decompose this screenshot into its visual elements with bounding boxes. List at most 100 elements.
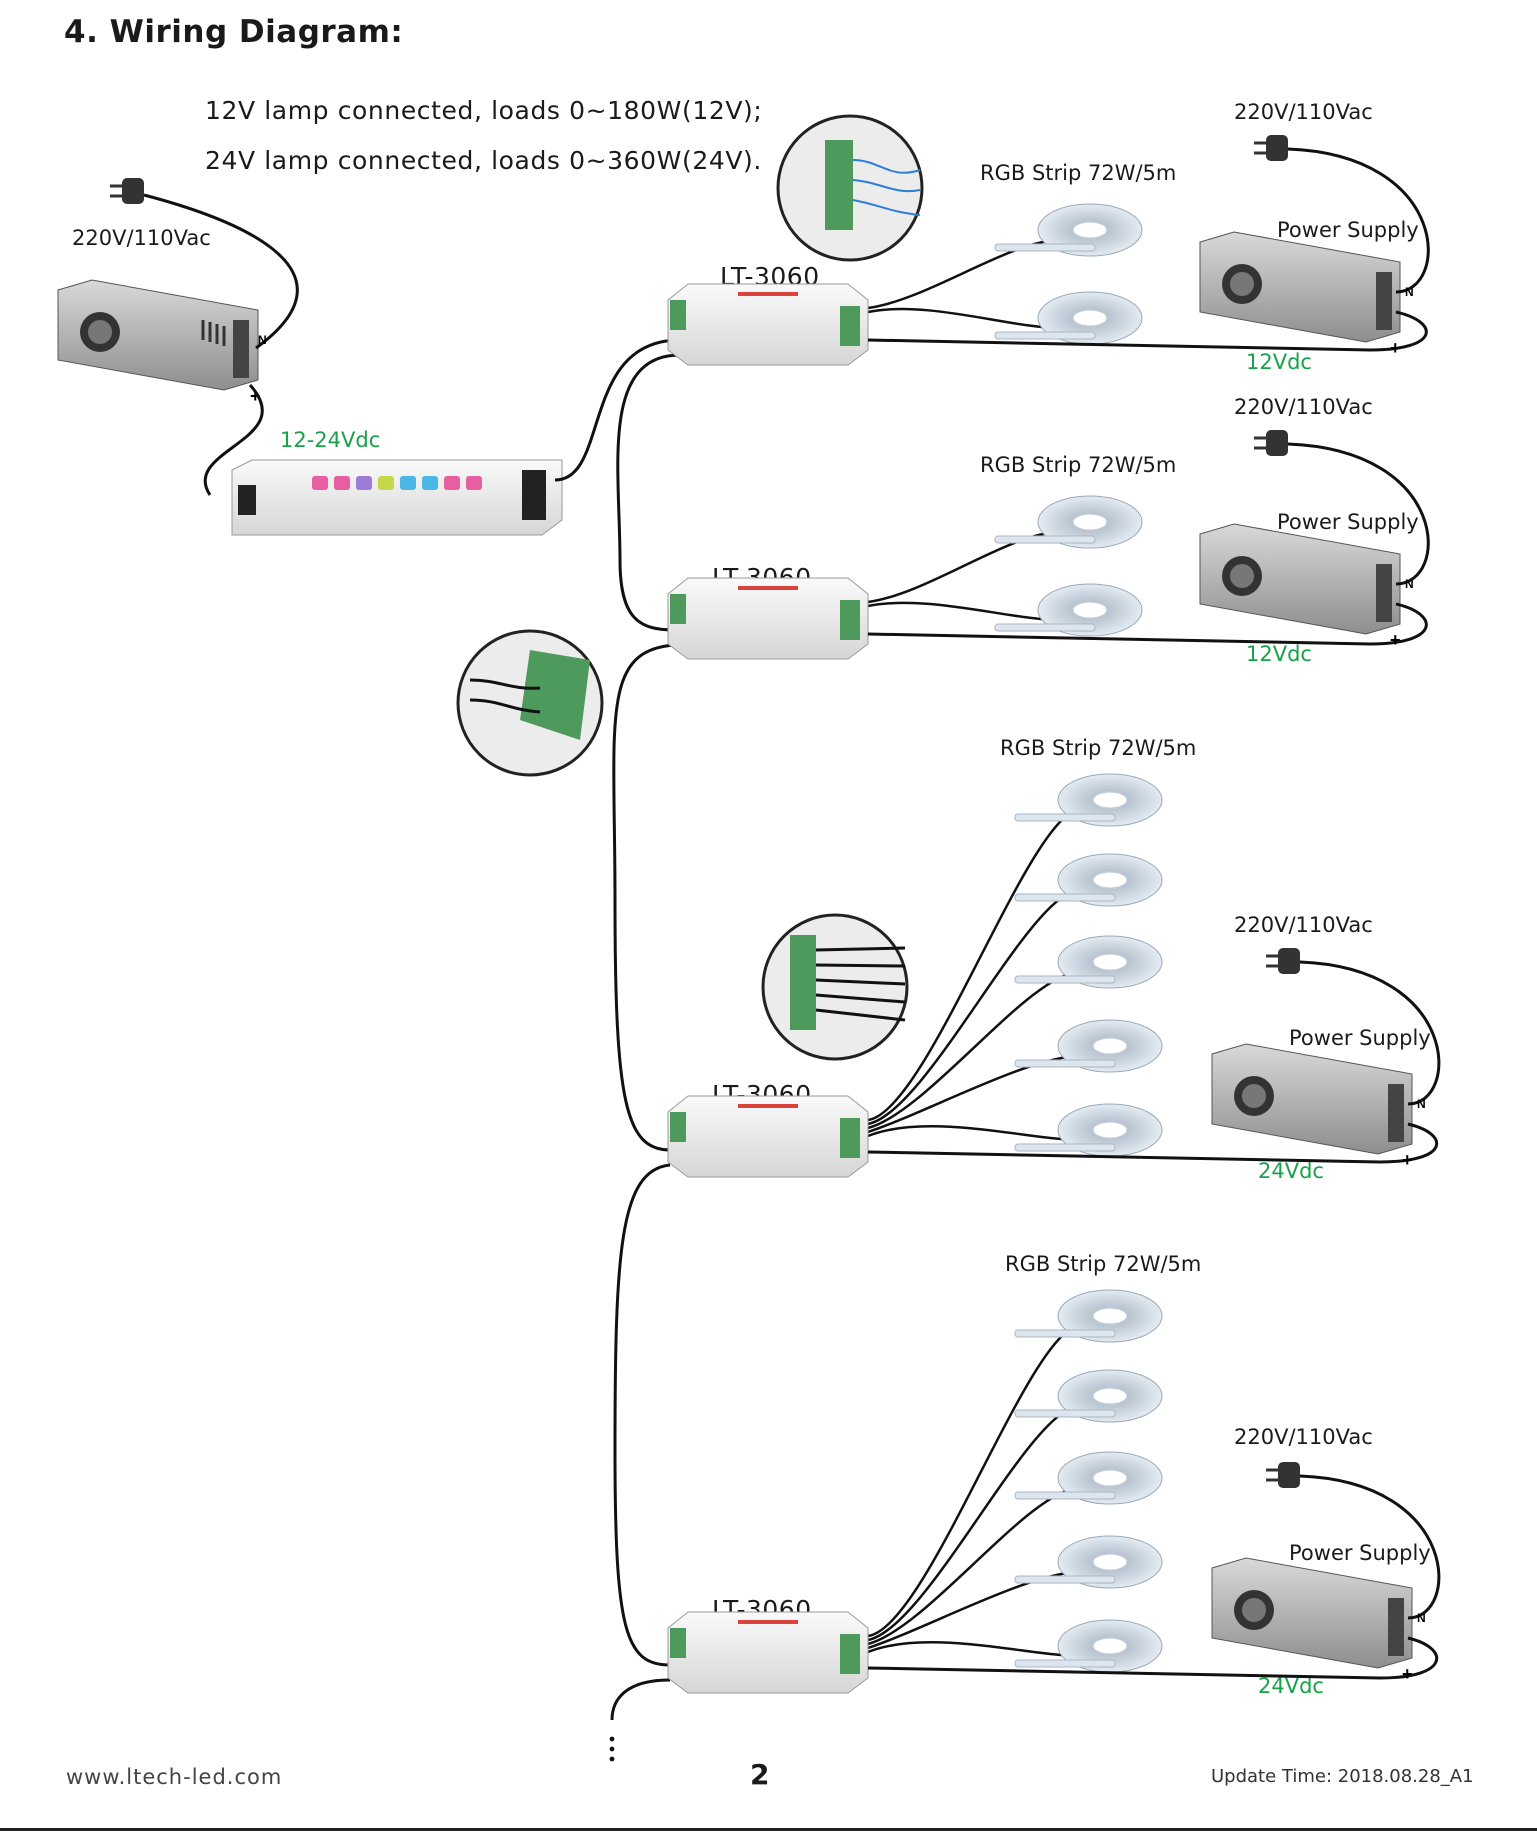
power-supply-unit bbox=[1211, 1557, 1413, 1669]
power-supply-unit bbox=[1199, 523, 1401, 635]
neutral-terminal-mark: N bbox=[1405, 577, 1414, 591]
power-supply-unit bbox=[1199, 231, 1401, 343]
strip-lead bbox=[1014, 1491, 1116, 1500]
group1-voltage-label: 12Vdc bbox=[1246, 350, 1312, 374]
neutral-terminal-mark: N bbox=[1405, 285, 1414, 299]
slave-group-4: N+ bbox=[667, 1289, 1441, 1694]
dc-supply-cable bbox=[867, 310, 1428, 352]
strip-cable bbox=[867, 530, 1061, 604]
strip-cable bbox=[867, 601, 1061, 622]
terminal-detail-callout-3 bbox=[761, 913, 909, 1061]
output-terminal bbox=[840, 600, 860, 640]
rgb-strip-reel bbox=[1014, 853, 1163, 907]
bus-cable-2-3 bbox=[612, 643, 676, 1152]
master-dc-cable bbox=[203, 383, 264, 496]
plus-terminal-mark: + bbox=[1402, 1150, 1413, 1170]
load-note-12v: 12V lamp connected, loads 0~180W(12V); bbox=[205, 96, 763, 125]
group4-supply-label: Power Supply bbox=[1289, 1541, 1431, 1565]
strip-lead bbox=[1014, 1143, 1116, 1152]
output-terminal bbox=[840, 1118, 860, 1158]
master-mains-cable bbox=[143, 193, 299, 350]
bus-cable-3-4 bbox=[613, 1163, 671, 1667]
mains-plug-icon bbox=[1266, 948, 1300, 974]
slave-group-1: N+ bbox=[667, 135, 1430, 366]
group2-strip-label: RGB Strip 72W/5m bbox=[980, 453, 1177, 477]
lt-3060-controller bbox=[667, 283, 869, 366]
group1-supply-label: Power Supply bbox=[1277, 218, 1419, 242]
output-terminal bbox=[840, 306, 860, 346]
mains-cable bbox=[1287, 442, 1430, 586]
continuation-ellipsis bbox=[609, 1736, 615, 1762]
group3-mains-label: 220V/110Vac bbox=[1234, 913, 1373, 937]
neutral-terminal-mark: N bbox=[258, 333, 267, 347]
rgb-strip-reel bbox=[994, 291, 1143, 345]
footer-rule bbox=[0, 1828, 1537, 1831]
lt-3060-controller bbox=[667, 1095, 869, 1178]
strip-lead bbox=[994, 243, 1096, 252]
output-terminal bbox=[840, 1634, 860, 1674]
strip-lead bbox=[994, 623, 1096, 632]
strip-cable bbox=[867, 1125, 1081, 1142]
input-terminal bbox=[670, 300, 686, 330]
dc-supply-cable bbox=[867, 602, 1428, 646]
strip-cable bbox=[867, 307, 1061, 330]
rgb-strip-reel bbox=[1014, 1019, 1163, 1073]
plus-terminal-mark: + bbox=[1402, 1664, 1413, 1684]
group2-supply-label: Power Supply bbox=[1277, 510, 1419, 534]
rgb-strip-reel bbox=[1014, 1451, 1163, 1505]
mains-cable bbox=[1287, 147, 1430, 294]
rgb-strip-reel bbox=[1014, 1369, 1163, 1423]
mains-cable bbox=[1299, 1474, 1441, 1620]
group1-mains-label: 220V/110Vac bbox=[1234, 100, 1373, 124]
rgb-strip-reel bbox=[994, 203, 1143, 257]
master-controller bbox=[231, 459, 563, 536]
strip-cable bbox=[867, 1570, 1081, 1650]
rgb-strip-reel bbox=[1014, 1535, 1163, 1589]
rgb-strip-reel bbox=[1014, 773, 1163, 827]
mains-plug-icon bbox=[1266, 1462, 1300, 1488]
power-supply-unit bbox=[1211, 1043, 1413, 1155]
plus-terminal-mark: + bbox=[250, 386, 261, 406]
mains-plug-icon bbox=[1254, 135, 1288, 161]
mains-plug-icon bbox=[1254, 430, 1288, 456]
strip-cable bbox=[867, 238, 1061, 310]
group3-supply-label: Power Supply bbox=[1289, 1026, 1431, 1050]
terminal-detail-callout-1 bbox=[776, 114, 924, 262]
controller-buttons bbox=[312, 476, 482, 490]
dc-supply-cable bbox=[867, 1636, 1439, 1680]
strip-lead bbox=[994, 331, 1096, 340]
group4-strip-label: RGB Strip 72W/5m bbox=[1005, 1252, 1202, 1276]
mains-cable bbox=[1299, 960, 1441, 1106]
strip-cable bbox=[867, 1324, 1081, 1638]
bus-cable-continue bbox=[610, 1678, 671, 1721]
strip-cable bbox=[867, 1641, 1081, 1658]
dc-supply-cable bbox=[867, 1122, 1439, 1164]
strip-lead bbox=[1014, 1329, 1116, 1338]
master-mains-label: 220V/110Vac bbox=[72, 226, 211, 250]
rgb-strip-reel bbox=[1014, 1103, 1163, 1157]
load-note-24v: 24V lamp connected, loads 0~360W(24V). bbox=[205, 146, 762, 175]
strip-lead bbox=[1014, 813, 1116, 822]
rgb-strip-reel bbox=[1014, 935, 1163, 989]
master-mains-plug bbox=[110, 178, 144, 204]
master-output-label: 12-24Vdc bbox=[280, 428, 381, 452]
rgb-strip-reel bbox=[1014, 1289, 1163, 1343]
rgb-strip-reel bbox=[1014, 1619, 1163, 1673]
slave-group-2: N+ bbox=[667, 430, 1430, 660]
group3-voltage-label: 24Vdc bbox=[1258, 1159, 1324, 1183]
footer-update-time: Update Time: 2018.08.28_A1 bbox=[1211, 1766, 1474, 1787]
rgb-strip-reel bbox=[994, 495, 1143, 549]
input-terminal bbox=[670, 594, 686, 624]
strip-lead bbox=[1014, 975, 1116, 984]
rgb-strip-reel bbox=[994, 583, 1143, 637]
slave-groups: N+N+N+N+ bbox=[667, 135, 1441, 1694]
group1-strip-label: RGB Strip 72W/5m bbox=[980, 161, 1177, 185]
neutral-terminal-mark: N bbox=[1417, 1097, 1426, 1111]
group4-mains-label: 220V/110Vac bbox=[1234, 1425, 1373, 1449]
group2-voltage-label: 12Vdc bbox=[1246, 642, 1312, 666]
strip-cable bbox=[867, 808, 1081, 1122]
strip-lead bbox=[994, 535, 1096, 544]
plus-terminal-mark: + bbox=[1390, 338, 1401, 358]
neutral-terminal-mark: N bbox=[1417, 1611, 1426, 1625]
